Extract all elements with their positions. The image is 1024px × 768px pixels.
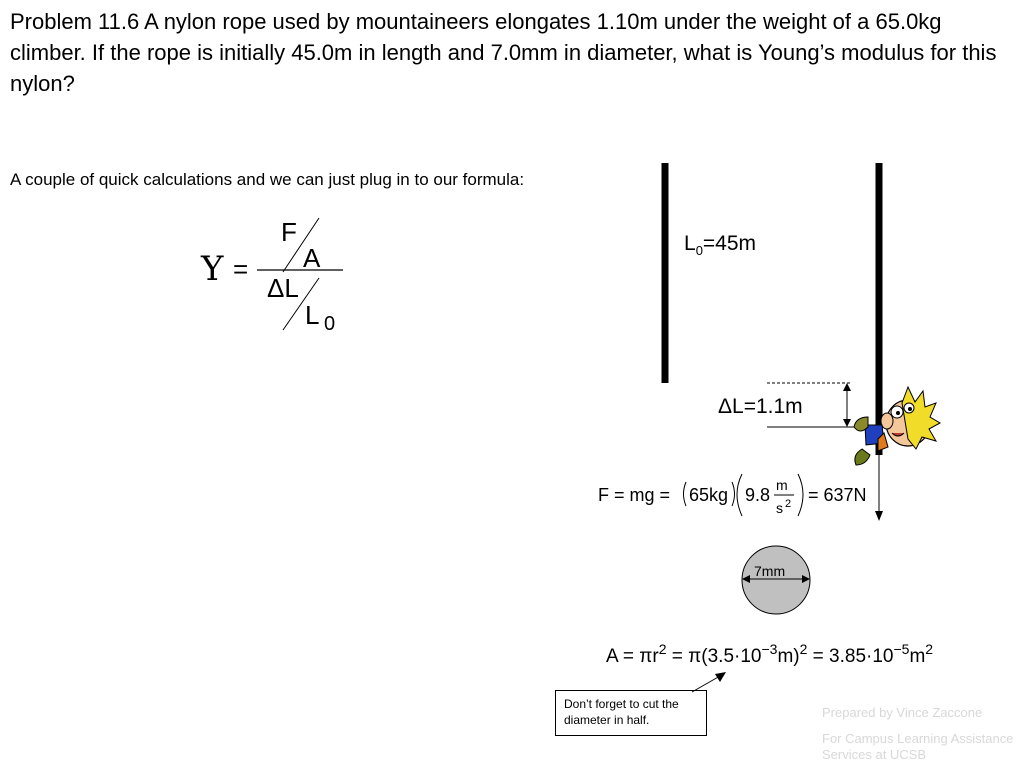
- diameter-label: 7mm: [754, 563, 785, 579]
- force-lhs: F = mg =: [598, 485, 670, 505]
- formula-f: F: [281, 217, 297, 247]
- force-paren-open-2: [736, 473, 743, 517]
- rope-cross-section: 7mm: [741, 545, 811, 615]
- note-arrow-line: [691, 675, 721, 693]
- youngs-modulus-formula: Y = F A ΔL L 0: [200, 217, 343, 335]
- rope-diagram: L0=45m ΔL=1.1m: [661, 163, 942, 521]
- force-equation: F = mg = 65kg 9.8 m s 2 = 637N: [598, 473, 867, 517]
- area-text: A = πr2 = π(3.5·10−3m)2 = 3.85·10−5m2: [606, 641, 933, 667]
- force-result: = 637N: [808, 485, 867, 505]
- footer-affiliation: For Campus Learning Assistance Services …: [822, 731, 1014, 762]
- force-paren-close-2: [797, 473, 804, 517]
- dl-label: ΔL=1.1m: [718, 395, 803, 418]
- formula-slash-top: [282, 217, 320, 273]
- l0-label: L0=45m: [684, 232, 756, 258]
- diameter-arrow-left: [742, 575, 750, 583]
- force-unit-exp: 2: [785, 498, 791, 510]
- force-unit-den: s: [776, 500, 783, 516]
- formula-y: Y: [200, 249, 224, 289]
- formula-slash-bottom: [282, 277, 320, 331]
- climber-icon: [853, 385, 942, 466]
- force-mass: 65kg: [689, 485, 728, 505]
- formula-delta-l: ΔL: [267, 273, 299, 303]
- note-pointer: [691, 672, 726, 693]
- area-equation: A = πr2 = π(3.5·10−3m)2 = 3.85·10−5m2: [606, 641, 933, 667]
- problem-statement: Problem 11.6 A nylon rope used by mounta…: [10, 9, 997, 96]
- force-paren-open-1: [683, 481, 687, 507]
- footer-author: Prepared by Vince Zaccone: [822, 705, 983, 720]
- formula-a: A: [303, 243, 321, 273]
- force-g: 9.8: [745, 485, 770, 505]
- formula-l-sub: 0: [324, 313, 335, 335]
- note-arrow-head: [715, 672, 726, 682]
- dl-arrow-up: [843, 383, 851, 391]
- cross-section-circle: [741, 545, 811, 615]
- reminder-note: Don’t forget to cut the diameter in half…: [555, 690, 707, 736]
- force-arrow-head: [875, 511, 883, 521]
- force-unit-num: m: [776, 477, 788, 493]
- formula-equals: =: [233, 254, 248, 284]
- dl-arrow-down: [843, 419, 851, 427]
- diameter-arrow-right: [802, 575, 810, 583]
- formula-l: L: [305, 300, 319, 330]
- force-paren-close-1: [731, 481, 735, 507]
- intro-text: A couple of quick calculations and we ca…: [10, 170, 525, 189]
